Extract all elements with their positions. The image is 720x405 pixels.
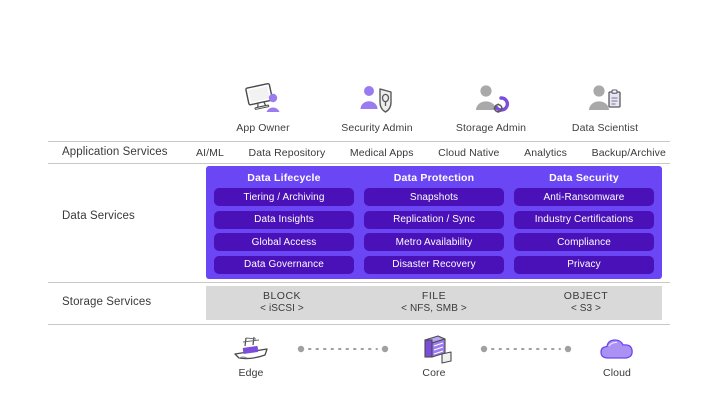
person-clipboard-icon [582, 80, 628, 120]
data-service-pill[interactable]: Disaster Recovery [364, 255, 504, 274]
connector-core-cloud [479, 332, 572, 366]
tier-label: Core [422, 367, 446, 379]
divider-below-storage-services [48, 324, 670, 325]
personas-row: App Owner Security Admin [206, 72, 662, 134]
persona-label: App Owner [236, 122, 290, 134]
data-service-pill[interactable]: Industry Certifications [514, 210, 654, 229]
application-service-item[interactable]: Medical Apps [349, 147, 414, 159]
tier-edge: Edge [206, 332, 296, 379]
row-label-application-services: Application Services [62, 146, 168, 158]
application-services-items: AI/ML Data Repository Medical Apps Cloud… [196, 145, 666, 161]
tier-cloud: Cloud [572, 332, 662, 379]
storage-service-name: BLOCK [262, 290, 302, 303]
tier-label: Cloud [603, 367, 631, 379]
data-service-pill[interactable]: Snapshots [364, 188, 504, 206]
data-service-pill[interactable]: Replication / Sync [364, 210, 504, 229]
persona-security-admin: Security Admin [320, 80, 434, 134]
ship-icon [229, 332, 273, 366]
datacenter-server-icon [412, 332, 456, 366]
storage-services-bar: BLOCK < iSCSI > FILE < NFS, SMB > OBJECT… [206, 286, 662, 320]
storage-service-protocols: < NFS, SMB > [401, 303, 467, 315]
data-service-pill[interactable]: Global Access [214, 233, 354, 251]
persona-label: Security Admin [341, 122, 413, 134]
deployment-tiers-row: Edge Core [206, 332, 662, 392]
data-service-pill[interactable]: Data Insights [214, 210, 354, 229]
divider-above-application-services [48, 141, 670, 142]
row-label-storage-services: Storage Services [62, 296, 152, 308]
cloud-icon [595, 332, 639, 366]
storage-service-protocols: < iSCSI > [260, 303, 304, 315]
connector-edge-core [296, 332, 389, 366]
column-title: Data Lifecycle [247, 172, 321, 184]
data-services-panel: Data Lifecycle Tiering / Archiving Data … [206, 166, 662, 279]
persona-app-owner: App Owner [206, 80, 320, 134]
application-service-item[interactable]: Data Repository [248, 147, 326, 159]
tier-core: Core [389, 332, 479, 379]
tier-label: Edge [238, 367, 264, 379]
persona-data-scientist: Data Scientist [548, 80, 662, 134]
divider-below-application-services [48, 163, 670, 164]
data-service-pill[interactable]: Anti-Ransomware [514, 188, 654, 206]
storage-service-file[interactable]: FILE < NFS, SMB > [358, 290, 510, 316]
column-title: Data Protection [393, 172, 475, 184]
data-service-pill[interactable]: Metro Availability [364, 233, 504, 251]
storage-service-name: FILE [421, 290, 447, 303]
person-gear-icon [468, 80, 514, 120]
person-shield-icon [354, 80, 400, 120]
application-service-item[interactable]: AI/ML [196, 147, 224, 159]
storage-service-name: OBJECT [563, 290, 609, 303]
column-title: Data Security [549, 172, 619, 184]
application-service-item[interactable]: Cloud Native [438, 147, 500, 159]
persona-storage-admin: Storage Admin [434, 80, 548, 134]
application-service-item[interactable]: Backup/Archive [591, 147, 666, 159]
persona-label: Data Scientist [571, 122, 639, 134]
monitor-person-icon [240, 80, 286, 120]
row-label-data-services: Data Services [62, 210, 135, 222]
storage-service-object[interactable]: OBJECT < S3 > [510, 290, 662, 316]
data-service-pill[interactable]: Data Governance [214, 255, 354, 274]
application-service-item[interactable]: Analytics [524, 147, 568, 159]
persona-label: Storage Admin [455, 122, 527, 134]
storage-service-protocols: < S3 > [570, 303, 602, 315]
data-service-pill[interactable]: Compliance [514, 233, 654, 251]
storage-service-block[interactable]: BLOCK < iSCSI > [206, 290, 358, 316]
divider-below-data-services [48, 282, 670, 283]
data-service-pill[interactable]: Privacy [514, 255, 654, 274]
data-service-pill[interactable]: Tiering / Archiving [214, 188, 354, 206]
data-services-column-protection: Data Protection Snapshots Replication / … [364, 172, 504, 274]
data-services-column-lifecycle: Data Lifecycle Tiering / Archiving Data … [214, 172, 354, 274]
data-services-column-security: Data Security Anti-Ransomware Industry C… [514, 172, 654, 274]
